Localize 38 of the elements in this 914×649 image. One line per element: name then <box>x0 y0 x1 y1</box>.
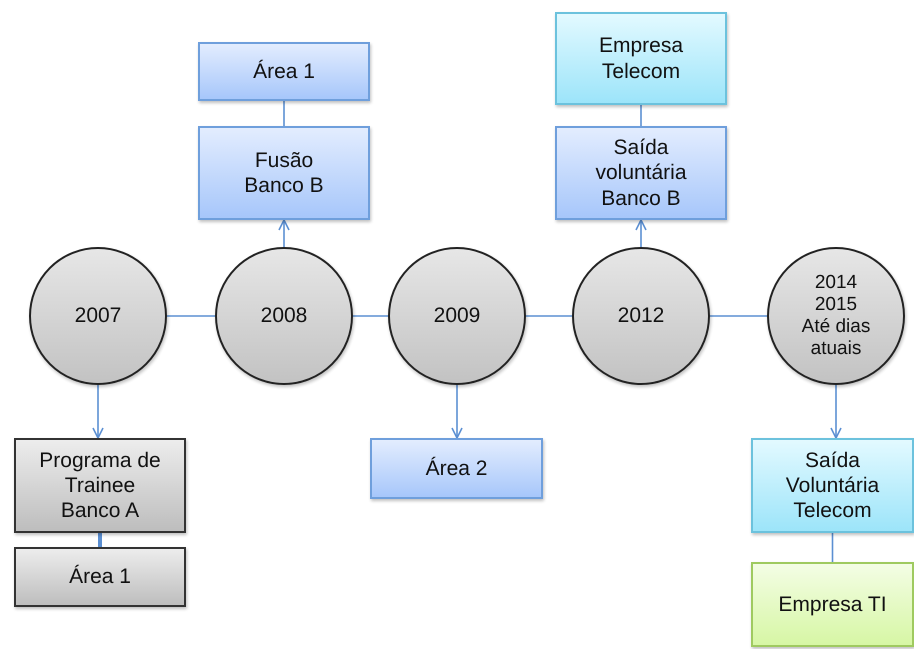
connector-line <box>283 101 285 126</box>
node-text: Empresa Telecom <box>598 33 684 84</box>
node-text: 2015 <box>814 294 858 316</box>
event-box <box>555 12 727 105</box>
event-box <box>555 126 727 220</box>
node-text: Área 1 <box>69 564 131 590</box>
arrow <box>92 385 104 439</box>
node-text: Saída voluntária Banco B <box>594 135 688 211</box>
node-text: 2014 <box>814 272 858 294</box>
connector-line <box>640 105 642 126</box>
connector-line <box>526 315 572 317</box>
event-box <box>14 547 186 607</box>
node-text: Área 1 <box>253 58 315 84</box>
node-text: Área 2 <box>426 456 488 482</box>
connector-line <box>710 315 767 317</box>
event-box <box>751 562 914 647</box>
event-box <box>14 438 186 533</box>
connector-line <box>353 315 388 317</box>
node-text: 2009 <box>434 303 480 329</box>
connector-line <box>167 315 215 317</box>
arrow <box>635 219 647 247</box>
node-text: 2008 <box>260 303 308 329</box>
event-box <box>198 42 370 101</box>
connector-line <box>98 533 102 547</box>
node-text: Programa de Trainee Banco A <box>39 448 161 524</box>
node-text: 2007 <box>74 303 122 329</box>
arrow <box>451 385 463 439</box>
arrow <box>830 385 842 439</box>
event-box <box>751 438 914 533</box>
node-text: Empresa TI <box>778 592 887 618</box>
event-box <box>370 438 543 499</box>
node-text: 2012 <box>618 303 664 329</box>
node-text: Fusão Banco B <box>243 148 325 198</box>
node-text: Até dias atuais <box>800 316 872 360</box>
connector-line <box>832 533 834 562</box>
event-box <box>198 126 370 220</box>
node-text: Saída Voluntária Telecom <box>784 448 880 524</box>
arrow <box>278 219 290 247</box>
